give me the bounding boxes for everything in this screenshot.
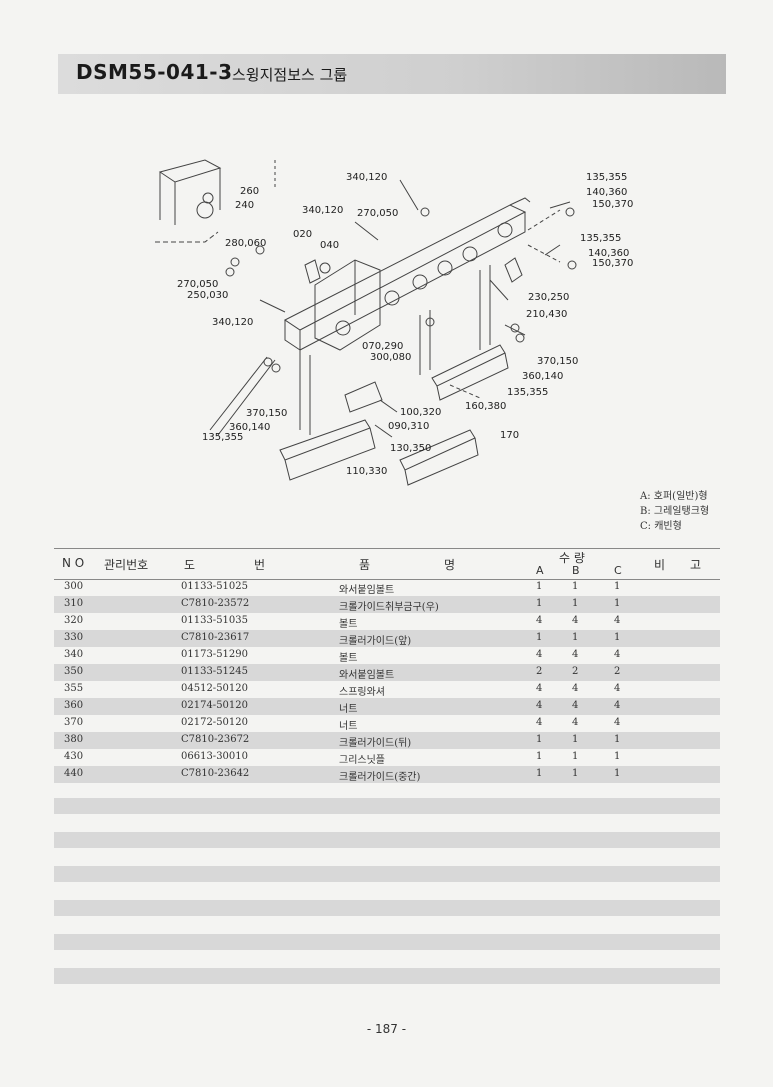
callout-label: 140,360 [586,187,627,198]
callout-label: 135,355 [507,387,548,398]
header-no: N O [62,556,85,570]
empty-row-stripe [54,832,720,848]
callout-label: 150,370 [592,199,633,210]
callout-label: 100,320 [400,407,441,418]
callout-label: 370,150 [246,408,287,419]
header-drawing-2: 번 [254,558,266,572]
callout-label: 370,150 [537,356,578,367]
title-bar [58,54,726,94]
diagram-callouts: 340,120 135,355 140,360 150,370 260 240 … [177,172,633,477]
callout-label: 090,310 [388,421,429,432]
callout-label: 230,250 [528,292,569,303]
callout-label: 135,355 [586,172,627,183]
section-code: DSM55-041-3 [76,60,233,84]
callout-label: 270,050 [177,279,218,290]
legend-item: C: 캐빈형 [640,521,682,532]
page-number: - 187 - [366,1022,407,1036]
header-qty-b: B [572,564,580,577]
legend-item: B: 그레일탱크형 [640,506,710,517]
table-header: N O 관리번호 도 번 품 명 수 량 A B C 비 고 [54,548,720,580]
section-title: 스윙지점보스 그룹 [232,66,348,84]
header-drawing-1: 도 [184,558,196,572]
legend-item: A: 호퍼(일반)형 [640,491,708,502]
callout-label: 160,380 [465,401,506,412]
callout-label: 135,355 [580,233,621,244]
callout-label: 240 [235,200,254,211]
callout-label: 020 [293,229,312,240]
empty-row-stripe [54,866,720,882]
callout-label: 170 [500,430,519,441]
callout-label: 210,430 [526,309,567,320]
callout-label: 300,080 [370,352,411,363]
header-note-1: 비 [654,558,666,572]
callout-label: 070,290 [362,341,403,352]
callout-label: 360,140 [522,371,563,382]
callout-label: 140,360 [588,248,629,259]
variant-legend: A: 호퍼(일반)형 B: 그레일탱크형 C: 캐빈형 [640,489,709,534]
empty-row-stripe [54,968,720,984]
callout-label: 130,350 [390,443,431,454]
header-mgmt-no: 관리번호 [104,558,149,572]
callout-label: 250,030 [187,290,228,301]
header-qty-c: C [614,564,622,577]
callout-label: 135,355 [202,432,243,443]
exploded-parts-diagram: 340,120 135,355 140,360 150,370 260 240 … [155,159,633,486]
empty-row-stripe [54,798,720,814]
callout-label: 270,050 [357,208,398,219]
callout-label: 040 [320,240,339,251]
header-quantity: 수 량 [559,551,585,565]
callout-label: 150,370 [592,258,633,269]
callout-label: 280,060 [225,238,266,249]
callout-label: 260 [240,186,259,197]
callout-label: 340,120 [212,317,253,328]
header-note-2: 고 [690,558,702,572]
empty-row-stripe [54,900,720,916]
callout-label: 110,330 [346,466,387,477]
callout-label: 340,120 [302,205,343,216]
header-qty-a: A [536,564,544,577]
empty-row-stripe [54,934,720,950]
callout-label: 360,140 [229,422,270,433]
header-part-name-2: 명 [444,558,456,572]
callout-label: 340,120 [346,172,387,183]
header-part-name-1: 품 [359,558,371,572]
